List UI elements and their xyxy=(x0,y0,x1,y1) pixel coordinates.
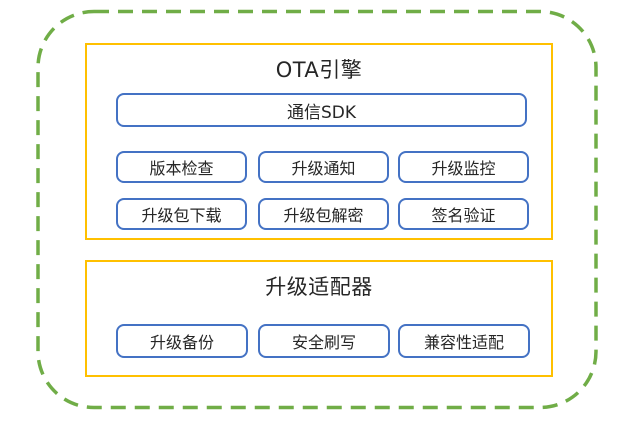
module-label: 升级监控 xyxy=(431,159,496,178)
module-label: 升级包下载 xyxy=(141,206,222,225)
upgrade-adapter-section: 升级适配器 升级备份 安全刷写 兼容性适配 xyxy=(85,260,553,377)
module-box-secure-flashing: 安全刷写 xyxy=(258,324,390,358)
module-label: 升级通知 xyxy=(291,159,356,178)
module-box-compatibility-adaptation: 兼容性适配 xyxy=(398,324,530,358)
module-label: 通信SDK xyxy=(286,102,357,123)
module-box-package-decryption: 升级包解密 xyxy=(258,198,389,230)
module-box-upgrade-backup: 升级备份 xyxy=(116,324,248,358)
ota-engine-title: OTA引擎 xyxy=(275,58,363,82)
upgrade-adapter-title: 升级适配器 xyxy=(265,275,373,299)
module-label: 升级包解密 xyxy=(283,206,364,225)
module-label: 安全刷写 xyxy=(291,333,356,352)
module-box-upgrade-monitoring: 升级监控 xyxy=(398,151,529,183)
module-label: 版本检查 xyxy=(149,159,214,178)
module-label: 升级备份 xyxy=(149,333,214,352)
module-box-communication-sdk: 通信SDK xyxy=(116,93,527,127)
module-label: 签名验证 xyxy=(431,206,496,225)
module-box-package-download: 升级包下载 xyxy=(116,198,247,230)
module-box-upgrade-notification: 升级通知 xyxy=(258,151,389,183)
module-box-version-check: 版本检查 xyxy=(116,151,247,183)
module-box-signature-verification: 签名验证 xyxy=(398,198,529,230)
module-label: 兼容性适配 xyxy=(423,333,504,352)
ota-engine-section: OTA引擎 通信SDK 版本检查 升级通知 升级监控 升级包下载 升级包解密 签… xyxy=(85,43,553,240)
